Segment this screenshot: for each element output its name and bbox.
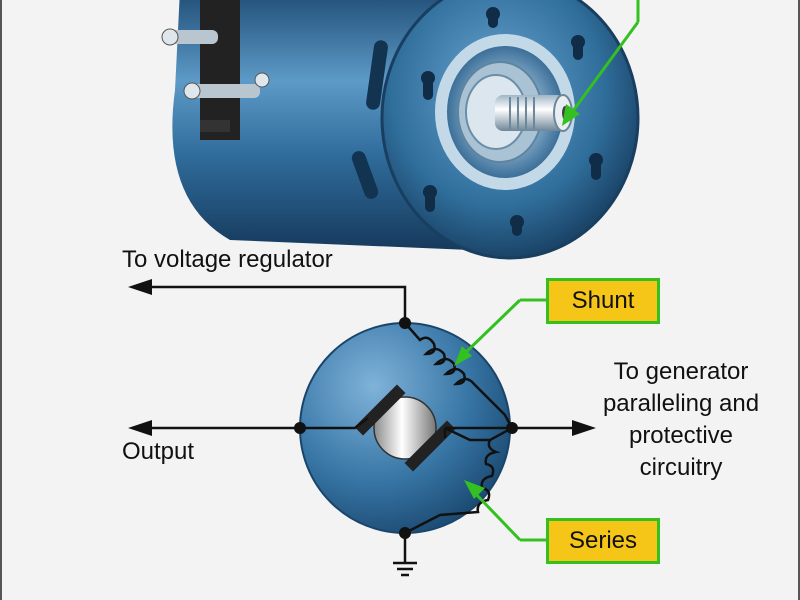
brushes [354,384,456,472]
ground-symbol [393,561,417,577]
output-label: Output [122,438,195,465]
paralleling-line-3: protective [628,422,734,449]
right-frame-line [798,0,800,600]
shunt-coil [404,322,514,429]
voltage-regulator-label: To voltage regulator [122,246,333,273]
paralleling-line-1: To generator [613,358,749,385]
splined-shaft [495,94,573,132]
series-callout: Series [546,518,660,564]
terminal-studs [161,28,270,132]
shunt-callout-arrow [454,298,546,366]
series-coil [404,426,513,535]
left-frame-line [0,0,2,600]
wire-arrowheads [128,279,596,436]
armature-rotor [373,396,437,460]
shaft-pointer-arrow [562,0,640,126]
junction-dots [294,317,518,539]
wiring [140,285,578,562]
keyhole-slots [421,7,603,236]
paralleling-line-2: paralleling and [602,390,760,417]
terminal-block [200,0,240,140]
paralleling-line-4: circuitry [639,454,723,481]
series-callout-arrow [464,480,546,542]
shunt-callout: Shunt [546,278,660,324]
generator-illustration [161,0,640,260]
